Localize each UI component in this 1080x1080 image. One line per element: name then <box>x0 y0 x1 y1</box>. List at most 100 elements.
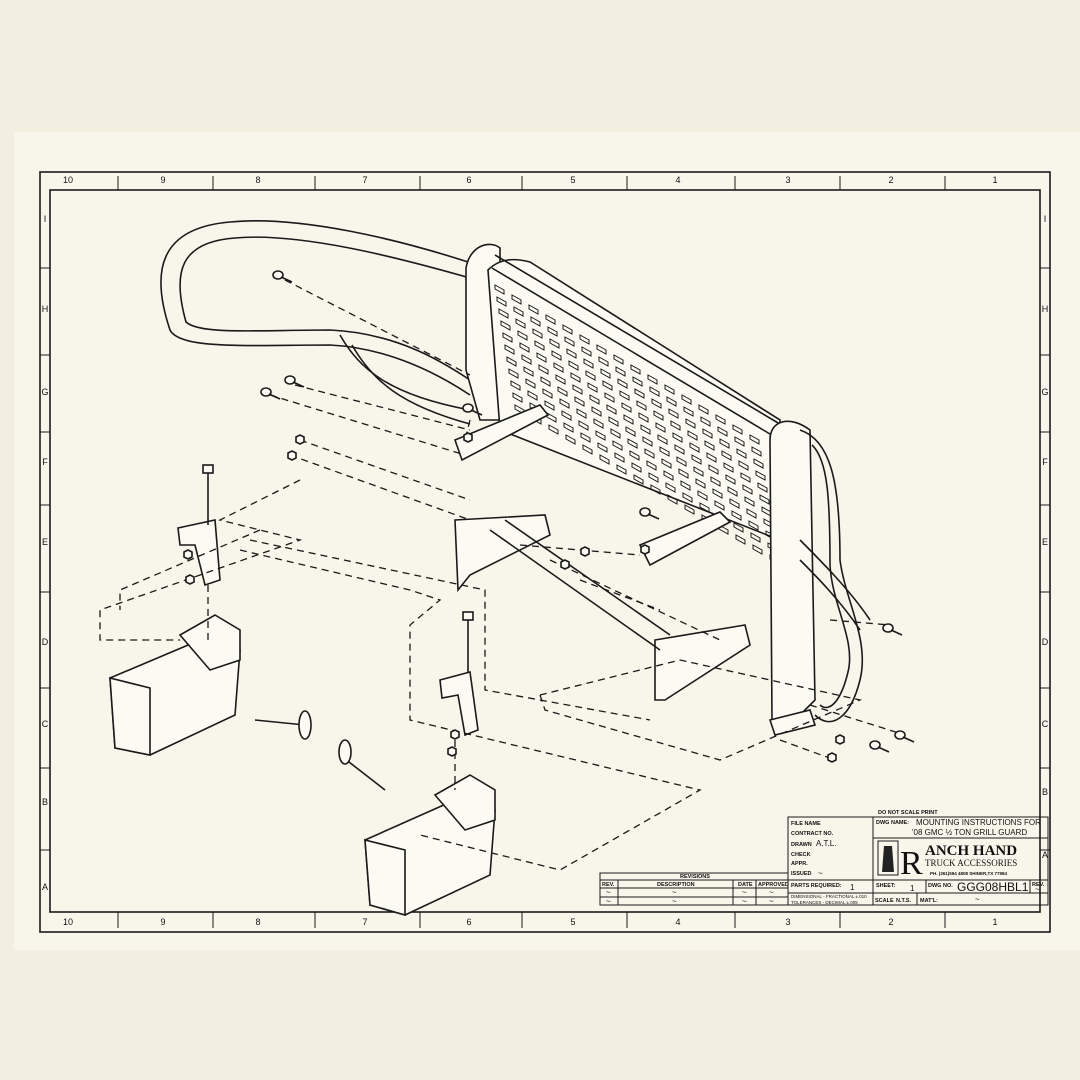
appr-label: APPR. <box>791 861 808 867</box>
row-marker-left: F <box>42 457 48 467</box>
rev-label: REV. <box>1032 882 1045 888</box>
nut-icon <box>185 574 195 585</box>
column-marker-bottom: 10 <box>63 917 73 927</box>
dwg-name-line2: '08 GMC ½ TON GRILL GUARD <box>912 828 1027 837</box>
svg-text:~: ~ <box>672 897 677 906</box>
inner-border <box>49 189 1041 913</box>
do-not-scale-notice: DO NOT SCALE PRINT <box>878 810 938 816</box>
svg-text:~: ~ <box>742 897 747 906</box>
scale-value: N.T.S. <box>896 898 911 904</box>
column-marker-bottom: 3 <box>785 917 790 927</box>
tolerances-line2: TOLERANCES - DECIMAL ±.005 <box>791 900 858 905</box>
row-marker-left: C <box>42 719 49 729</box>
column-marker-bottom: 9 <box>160 917 165 927</box>
column-marker-top: 1 <box>992 175 997 185</box>
nut-icon <box>447 746 457 757</box>
check-label: CHECK <box>791 852 811 858</box>
revisions-title: REVISIONS <box>680 874 710 880</box>
row-marker-left: D <box>42 637 49 647</box>
column-marker-top: 7 <box>362 175 367 185</box>
revision-row: ~ ~ ~ ~ <box>606 897 774 906</box>
mat-value: ~ <box>975 895 980 904</box>
parts-required-value: 1 <box>850 883 855 892</box>
sheet-value: 1 <box>910 884 915 893</box>
header-date: DATE <box>738 882 753 888</box>
header-description: DESCRIPTION <box>657 882 695 888</box>
file-name-label: FILE NAME <box>791 821 821 827</box>
logo-subtitle: TRUCK ACCESSORIES <box>925 858 1017 868</box>
bolt-icon <box>882 623 903 636</box>
row-marker-right: D <box>1042 637 1049 647</box>
column-marker-top: 5 <box>570 175 575 185</box>
svg-text:~: ~ <box>606 897 611 906</box>
row-marker-right: G <box>1041 387 1048 397</box>
dwg-no-value: GGG08HBL1 <box>957 880 1029 894</box>
header-approved: APPROVED <box>758 882 789 888</box>
svg-text:~: ~ <box>769 897 774 906</box>
dwg-no-label: DWG NO. <box>928 883 953 889</box>
column-marker-top: 3 <box>785 175 790 185</box>
revision-row: ~ ~ ~ ~ <box>606 888 774 897</box>
nut-icon <box>463 432 473 443</box>
header-rev: REV. <box>602 882 615 888</box>
column-marker-bottom: 8 <box>255 917 260 927</box>
column-marker-top: 2 <box>888 175 893 185</box>
nut-icon <box>295 434 305 445</box>
ranch-hand-logo: R ANCH HAND TRUCK ACCESSORIES PH. (361)5… <box>877 840 1017 882</box>
dwg-name-label: DWG NAME: <box>876 820 909 826</box>
nut-icon <box>580 546 590 557</box>
bolt-icon <box>869 740 890 753</box>
column-marker-top: 9 <box>160 175 165 185</box>
bolt-icon <box>272 270 293 283</box>
row-marker-right: B <box>1042 787 1048 797</box>
bolt-icon <box>462 403 483 416</box>
issued-label: ISSUED <box>791 871 812 877</box>
drawn-label: DRAWN <box>791 842 812 848</box>
title-block: FILE NAME CONTRACT NO. DRAWN A.T.L. CHEC… <box>787 816 1049 906</box>
outer-border <box>39 171 1051 933</box>
sheet-label: SHEET: <box>876 883 896 889</box>
column-marker-bottom: 1 <box>992 917 997 927</box>
svg-text:~: ~ <box>606 888 611 897</box>
rev-value: ~ <box>1035 885 1040 894</box>
fasteners <box>183 270 915 763</box>
column-marker-bottom: 6 <box>466 917 471 927</box>
logo-contact: PH. (361)594 4808 SHINER,TX 77984 <box>930 871 1008 876</box>
revisions-table: REVISIONS REV. DESCRIPTION DATE APPROVED… <box>599 872 789 906</box>
column-marker-bottom: 7 <box>362 917 367 927</box>
dwg-name-line1: MOUNTING INSTRUCTIONS FOR <box>916 818 1041 827</box>
nut-icon <box>560 559 570 570</box>
bolt-icon <box>894 730 915 743</box>
logo-name: ANCH HAND <box>925 843 1017 859</box>
logo-initial: R <box>900 845 923 882</box>
tolerances-line1: DIMENSIONAL - FRACTIONAL ±.010 <box>791 894 867 899</box>
nut-icon <box>827 752 837 763</box>
nut-icon <box>450 729 460 740</box>
column-marker-top: 8 <box>255 175 260 185</box>
svg-text:~: ~ <box>672 888 677 897</box>
issued-value: ~ <box>818 869 823 878</box>
column-marker-bottom: 2 <box>888 917 893 927</box>
nut-icon <box>640 544 650 555</box>
column-marker-top: 10 <box>63 175 73 185</box>
row-marker-left: A <box>42 882 48 892</box>
drawn-value: A.T.L. <box>816 839 836 848</box>
row-marker-right: E <box>1042 537 1048 547</box>
column-marker-bottom: 4 <box>675 917 680 927</box>
row-marker-right: H <box>1042 304 1049 314</box>
bolt-icon <box>284 375 305 388</box>
contract-label: CONTRACT NO. <box>791 831 834 837</box>
row-marker-left: B <box>42 797 48 807</box>
mat-label: MAT'L: <box>920 898 938 904</box>
svg-text:~: ~ <box>742 888 747 897</box>
row-marker-right: A <box>1042 850 1048 860</box>
row-marker-right: C <box>1042 719 1049 729</box>
parts-required-label: PARTS REQUIRED: <box>791 883 842 889</box>
scale-label: SCALE <box>875 898 894 904</box>
row-marker-right: I <box>1044 214 1047 224</box>
column-marker-bottom: 5 <box>570 917 575 927</box>
svg-text:~: ~ <box>769 888 774 897</box>
column-marker-top: 4 <box>675 175 680 185</box>
